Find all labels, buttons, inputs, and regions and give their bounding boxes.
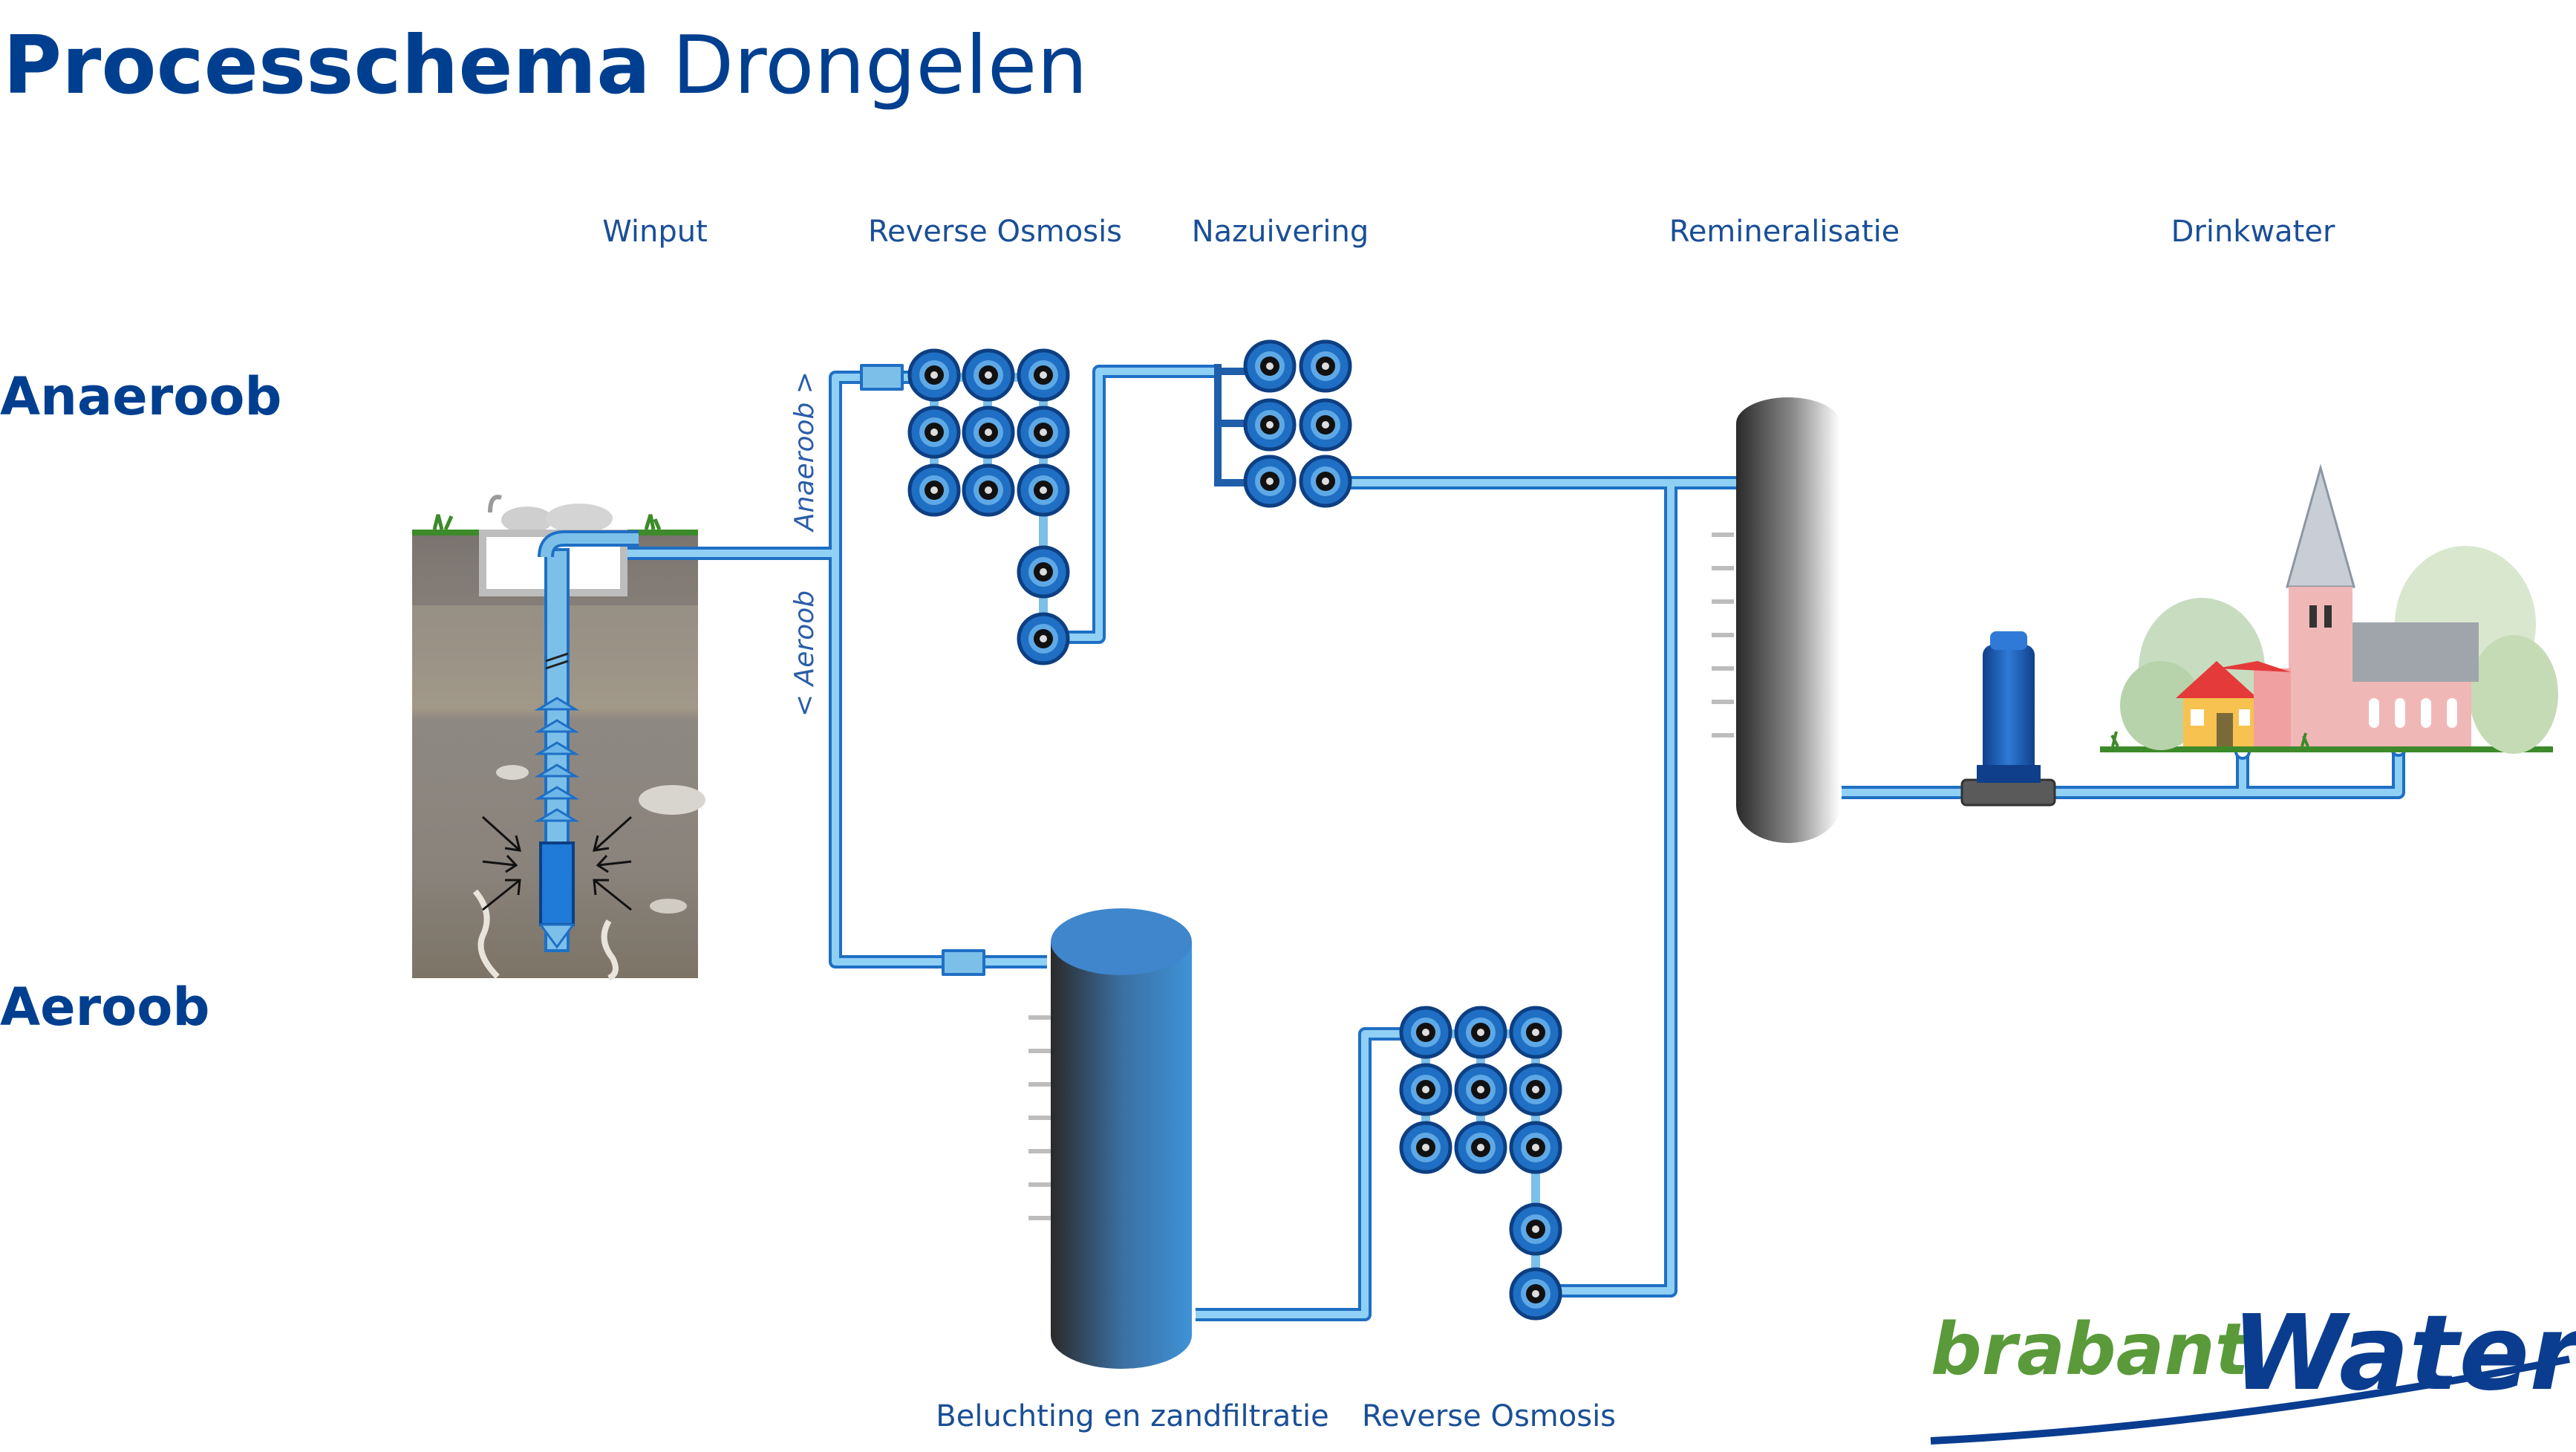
membrane-module-icon	[1401, 1008, 1450, 1057]
membrane-module-icon	[1019, 351, 1068, 400]
reverse-osmosis-top-modules	[910, 351, 1068, 663]
well-icon	[412, 495, 705, 981]
filter-tank-icon	[1028, 908, 1192, 1369]
route-label-aeroob: Aeroob	[0, 977, 209, 1038]
membrane-module-icon	[1511, 1123, 1560, 1172]
stage-label-reverse-osmosis-bottom: Reverse Osmosis	[1362, 1399, 1616, 1433]
stage-label-beluchting: Beluchting en zandfiltratie	[936, 1399, 1328, 1433]
membrane-module-icon	[1019, 614, 1068, 663]
house-icon	[2176, 661, 2291, 746]
church-icon	[2286, 463, 2479, 746]
membrane-module-icon	[910, 351, 959, 400]
pipe-network	[627, 364, 2407, 1321]
membrane-module-icon	[1019, 466, 1068, 515]
membrane-module-icon	[964, 351, 1013, 400]
title-bold: Processchema	[3, 19, 650, 112]
membrane-module-icon	[1019, 408, 1068, 457]
membrane-module-icon	[1456, 1008, 1505, 1057]
membrane-module-icon	[1456, 1123, 1505, 1172]
membrane-module-icon	[1245, 457, 1294, 506]
logo-part-water: Water	[2231, 1293, 2576, 1414]
membrane-module-icon	[1301, 400, 1350, 449]
nazuivering-modules	[1214, 342, 1350, 506]
logo-part-brabant: brabant	[1931, 1308, 2251, 1391]
pipe-label-anaeroob: Anaeroob >	[789, 371, 820, 533]
reverse-osmosis-bottom-modules	[1401, 1008, 1560, 1318]
pipe-label-aeroob: < Aeroob	[789, 590, 820, 717]
stage-label-reverse-osmosis-top: Reverse Osmosis	[868, 215, 1122, 249]
village-icon	[2100, 463, 2558, 754]
pump-icon	[1960, 631, 2056, 807]
membrane-module-icon	[1456, 1065, 1505, 1114]
membrane-module-icon	[1401, 1123, 1450, 1172]
membrane-module-icon	[1301, 457, 1350, 506]
title-light: Drongelen	[672, 19, 1088, 112]
membrane-module-icon	[1511, 1205, 1560, 1254]
membrane-module-icon	[964, 408, 1013, 457]
stage-label-winput: Winput	[602, 215, 708, 249]
remineralisation-tank-icon	[1712, 397, 1840, 843]
page-title: Processchema Drongelen	[3, 19, 1088, 112]
membrane-module-icon	[1245, 342, 1294, 391]
membrane-module-icon	[1511, 1008, 1560, 1057]
stage-label-remineralisatie: Remineralisatie	[1669, 215, 1900, 249]
membrane-module-icon	[1511, 1065, 1560, 1114]
membrane-module-icon	[1019, 547, 1068, 596]
membrane-module-icon	[964, 466, 1013, 515]
membrane-module-icon	[1401, 1065, 1450, 1114]
route-label-anaeroob: Anaeroob	[0, 366, 282, 427]
membrane-module-icon	[910, 408, 959, 457]
membrane-module-icon	[1511, 1269, 1560, 1318]
membrane-module-icon	[1245, 400, 1294, 449]
brabant-water-logo: brabant Water	[1930, 1293, 2576, 1445]
membrane-module-icon	[910, 466, 959, 515]
membrane-module-icon	[1301, 342, 1350, 391]
stage-label-drinkwater: Drinkwater	[2171, 215, 2335, 249]
stage-label-nazuivering: Nazuivering	[1192, 215, 1369, 249]
